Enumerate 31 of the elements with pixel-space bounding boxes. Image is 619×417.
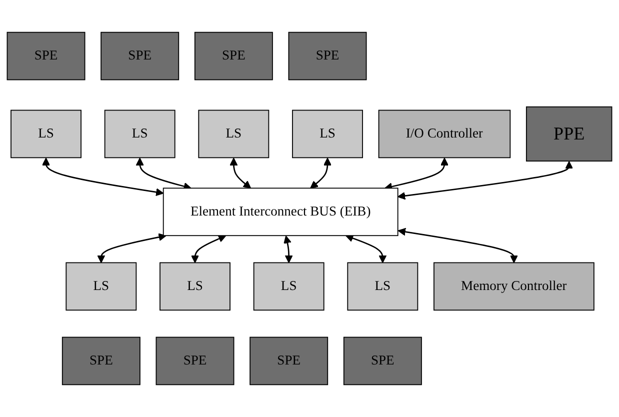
node-box: SPE	[100, 32, 180, 80]
arrow	[346, 234, 387, 264]
arrow	[191, 234, 226, 264]
arrow	[397, 161, 574, 200]
arrow	[398, 228, 518, 264]
node-box: SPE	[343, 336, 422, 386]
arrow	[42, 158, 164, 196]
node-box: Memory Controller	[434, 262, 594, 311]
node-box: SPE	[62, 336, 140, 386]
node-box: I/O Controller	[378, 110, 511, 158]
node-box: SPE	[250, 336, 328, 386]
node-box: PPE	[526, 106, 612, 162]
node-box: LS	[347, 262, 418, 311]
node-box: SPE	[156, 336, 234, 386]
node-box: LS	[104, 110, 176, 158]
node-box: SPE	[6, 32, 86, 80]
node-box: SPE	[288, 32, 367, 80]
arrow	[230, 158, 252, 189]
node-box: LS	[292, 110, 363, 158]
node-box: LS	[160, 262, 230, 311]
node-box: LS	[10, 110, 82, 158]
node-box: Element Interconnect BUS (EIB)	[162, 188, 398, 236]
arrow	[136, 158, 192, 190]
arrow	[284, 236, 293, 264]
arrow	[310, 158, 332, 189]
arrow	[384, 158, 448, 190]
node-box: SPE	[194, 32, 273, 80]
arrow	[97, 233, 166, 264]
node-box: LS	[253, 262, 324, 311]
node-box: LS	[198, 110, 270, 158]
node-box: LS	[66, 262, 137, 311]
